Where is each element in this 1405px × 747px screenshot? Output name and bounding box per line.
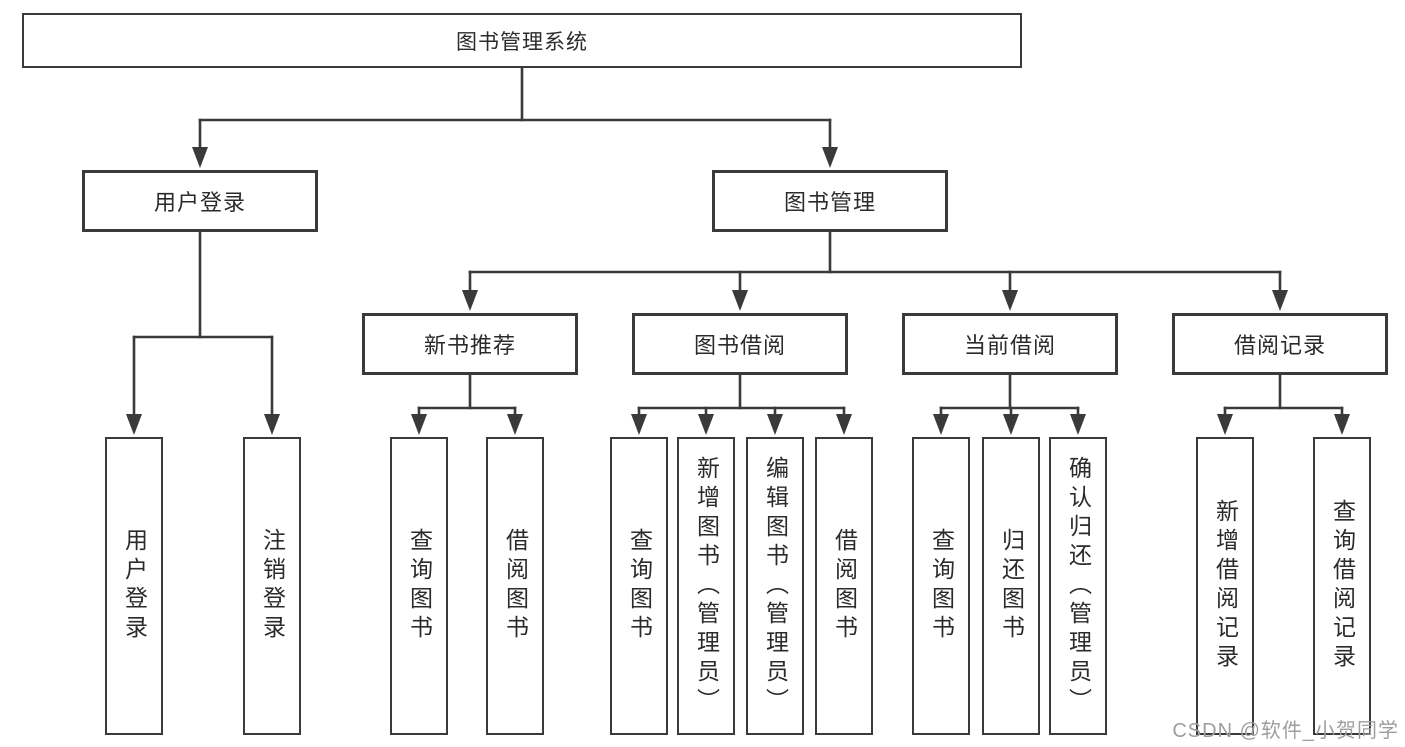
leaf-recommend-borrow-books: 借阅图书 — [486, 437, 544, 735]
node-library-management-system: 图书管理系统 — [22, 13, 1022, 68]
leaf-borrow-query-books: 查询图书 — [610, 437, 668, 735]
node-book-borrowing: 图书借阅 — [632, 313, 848, 375]
csdn-watermark: CSDN @软件_小贺同学 — [1172, 720, 1399, 742]
leaf-records-add-borrow-record: 新增借阅记录 — [1196, 437, 1254, 735]
leaf-current-confirm-return-admin: 确认归还（管理员） — [1049, 437, 1107, 735]
leaf-current-query-books: 查询图书 — [912, 437, 970, 735]
leaf-borrow-add-books-admin: 新增图书（管理员） — [677, 437, 735, 735]
node-label: 新书推荐 — [423, 333, 516, 358]
arrowhead-icons — [126, 147, 1350, 435]
node-label: 当前借阅 — [963, 333, 1056, 358]
node-user-login: 用户登录 — [82, 170, 318, 232]
leaf-user-login: 用户登录 — [105, 437, 163, 735]
node-new-book-recommend: 新书推荐 — [362, 313, 578, 375]
leaf-label: 新增图书（管理员） — [693, 455, 720, 717]
leaf-label: 查询图书 — [406, 528, 433, 644]
node-label: 图书管理系统 — [456, 30, 588, 54]
leaf-label: 新增借阅记录 — [1212, 499, 1239, 673]
node-book-management: 图书管理 — [712, 170, 948, 232]
leaf-logout-login: 注销登录 — [243, 437, 301, 735]
leaf-current-return-books: 归还图书 — [982, 437, 1040, 735]
leaf-label: 查询图书 — [928, 528, 955, 644]
leaf-label: 确认归还（管理员） — [1065, 455, 1092, 717]
node-label: 用户登录 — [153, 190, 246, 215]
leaf-label: 编辑图书（管理员） — [762, 455, 789, 717]
leaf-label: 用户登录 — [121, 528, 148, 644]
node-label: 图书管理 — [783, 190, 876, 215]
leaf-label: 注销登录 — [259, 528, 286, 644]
leaf-label: 查询图书 — [626, 528, 653, 644]
leaf-borrow-edit-books-admin: 编辑图书（管理员） — [746, 437, 804, 735]
node-label: 图书借阅 — [693, 333, 786, 358]
leaf-recommend-query-books: 查询图书 — [390, 437, 448, 735]
node-borrowing-records: 借阅记录 — [1172, 313, 1388, 375]
node-current-borrowing: 当前借阅 — [902, 313, 1118, 375]
leaf-label: 借阅图书 — [831, 528, 858, 644]
leaf-records-query-borrow-record: 查询借阅记录 — [1313, 437, 1371, 735]
leaf-label: 借阅图书 — [502, 528, 529, 644]
leaf-label: 归还图书 — [998, 528, 1025, 644]
leaf-borrow-borrow-books: 借阅图书 — [815, 437, 873, 735]
node-label: 借阅记录 — [1233, 333, 1326, 358]
leaf-label: 查询借阅记录 — [1329, 499, 1356, 673]
